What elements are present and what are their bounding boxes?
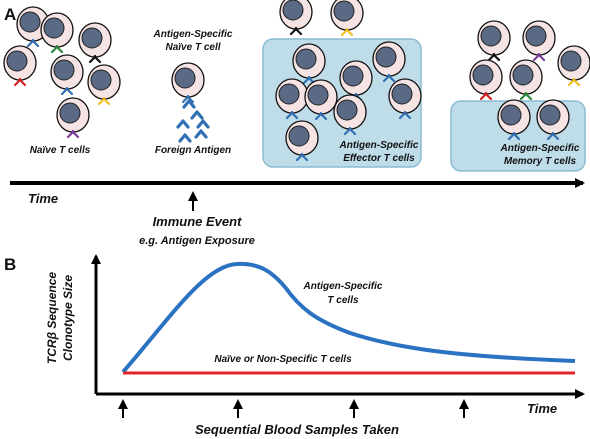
t-cell (536, 99, 570, 141)
t-cell (304, 79, 338, 121)
tcr-receptor-icon (340, 27, 354, 37)
t-cell-group (3, 0, 590, 162)
t-cell (333, 94, 367, 136)
tcr-receptor-icon (285, 110, 299, 120)
naive-caption: Naïve T cells (30, 145, 91, 156)
tcr-receptor-icon (532, 52, 546, 62)
tcr-receptor-icon (88, 54, 102, 64)
t-cell (40, 12, 74, 54)
t-cell (279, 0, 313, 36)
tcr-receptor-icon (398, 110, 412, 120)
t-cell (477, 20, 511, 62)
tcr-receptor-icon (97, 96, 111, 106)
tcr-receptor-icon (26, 38, 40, 48)
tcr-receptor-icon (181, 94, 195, 104)
foreign-antigen-group (176, 99, 210, 143)
samples-caption: Sequential Blood Samples Taken (195, 422, 399, 437)
tcr-receptor-icon (60, 86, 74, 96)
memory-caption-line2: Memory T cells (504, 156, 577, 167)
t-cell (16, 6, 50, 48)
memory-caption-line1: Antigen-Specific (500, 143, 580, 154)
t-cell (497, 99, 531, 141)
tcr-receptor-icon (507, 131, 521, 141)
antigen-icon (182, 99, 196, 109)
tcr-receptor-icon (50, 44, 64, 54)
t-cell (339, 60, 373, 102)
t-cell (509, 59, 543, 101)
t-cell (372, 41, 406, 83)
t-cell (3, 45, 37, 87)
t-cell (330, 0, 364, 37)
panel-b-label: B (4, 255, 16, 274)
t-cell (388, 78, 422, 120)
tcr-receptor-icon (302, 75, 316, 85)
t-cell (292, 43, 326, 85)
t-cell (557, 45, 590, 87)
t-cell (522, 20, 556, 62)
tcr-receptor-icon (66, 129, 80, 139)
t-cell (469, 59, 503, 101)
tcr-receptor-icon (13, 77, 27, 87)
y-axis-label-line2: Clonotype Size (61, 275, 75, 361)
curve-label-line2: T cells (327, 295, 359, 306)
curve-label-line1: Antigen-Specific (303, 281, 383, 292)
t-cell (78, 22, 112, 64)
t-cell (275, 78, 309, 120)
tcr-receptor-icon (519, 91, 533, 101)
effector-caption-line1: Antigen-Specific (339, 140, 419, 151)
foreign-antigen-caption: Foreign Antigen (155, 145, 231, 156)
t-cell (50, 54, 84, 96)
tcr-receptor-icon (343, 126, 357, 136)
antigen-icon (190, 110, 204, 120)
tcr-receptor-icon (289, 26, 303, 36)
tcr-receptor-icon (382, 73, 396, 83)
specific-naive-caption-line2: Naïve T cell (165, 42, 220, 53)
tcr-receptor-icon (479, 91, 493, 101)
effector-caption-line2: Effector T cells (343, 153, 415, 164)
time-label-a: Time (28, 191, 58, 206)
tcr-receptor-icon (546, 131, 560, 141)
tcr-receptor-icon (314, 111, 328, 121)
time-label-b: Time (527, 401, 557, 416)
t-cell (87, 64, 121, 106)
antigen-icon (178, 133, 192, 143)
t-cell (171, 62, 205, 104)
specific-naive-caption-line1: Antigen-Specific (153, 29, 233, 40)
panel-a-label: A (4, 5, 16, 24)
y-axis-label-line1: TCRβ Sequence (45, 272, 59, 364)
tcr-receptor-icon (567, 77, 581, 87)
t-cell (56, 97, 90, 139)
flat-line-label: Naïve or Non-Specific T cells (214, 354, 352, 365)
tcr-receptor-icon (487, 52, 501, 62)
t-cell (285, 120, 319, 162)
antigen-specific-curve (121, 261, 576, 374)
immune-event-line1: Immune Event (153, 214, 243, 229)
antigen-icon (176, 119, 190, 129)
immune-event-line2: e.g. Antigen Exposure (139, 235, 255, 247)
antigen-icon (196, 119, 210, 129)
antigen-icon (194, 129, 208, 139)
tcr-receptor-icon (295, 152, 309, 162)
